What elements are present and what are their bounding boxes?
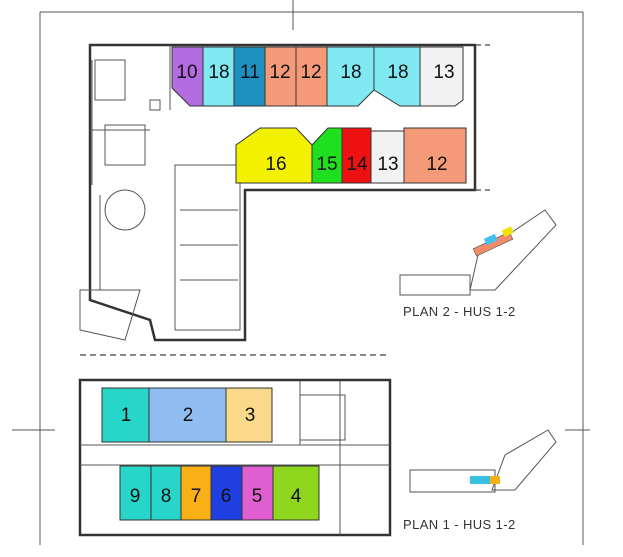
room-shape [326, 46, 375, 107]
room-7: 7 [180, 465, 212, 521]
rooms: 10 18 11 12 12 18 18 13 16 15 14 13 12 1… [101, 46, 467, 521]
room-number: 7 [191, 486, 202, 507]
key-plan-plan1 [409, 429, 557, 493]
room-14: 14 [341, 127, 372, 184]
room-number: 10 [176, 62, 197, 83]
room-15: 15 [311, 127, 343, 184]
room-number: 3 [245, 405, 256, 426]
room-18: 18 [326, 46, 375, 107]
room-shape [373, 46, 421, 107]
room-number: 13 [433, 62, 454, 83]
room-10: 10 [171, 46, 204, 107]
room-2: 2 [148, 387, 227, 443]
room-4: 4 [272, 465, 320, 521]
room-13: 13 [370, 130, 405, 184]
room-11: 11 [233, 46, 266, 107]
room-3: 3 [225, 387, 273, 443]
room-shape [403, 127, 467, 184]
room-18: 18 [373, 46, 421, 107]
plan2-label: PLAN 2 - HUS 1-2 [403, 304, 516, 319]
room-12: 12 [295, 46, 328, 107]
sheet-frame [12, 0, 590, 545]
room-number: 6 [221, 486, 232, 507]
room-number: 12 [269, 62, 290, 83]
room-8: 8 [150, 465, 182, 521]
room-shape [419, 46, 464, 107]
room-number: 2 [183, 405, 194, 426]
plan-labels: PLAN 2 - HUS 1-2 PLAN 1 - HUS 1-2 [403, 304, 516, 532]
plan1-building-outline [78, 354, 392, 537]
key-plan-plan2 [399, 209, 557, 296]
room-16: 16 [235, 127, 313, 184]
room-number: 12 [300, 62, 321, 83]
room-shape [272, 465, 320, 521]
room-number: 14 [346, 154, 368, 175]
room-12: 12 [403, 127, 467, 184]
room-number: 13 [377, 154, 398, 175]
room-5: 5 [241, 465, 274, 521]
room-18: 18 [202, 46, 235, 107]
room-number: 18 [208, 62, 229, 83]
plan1-label: PLAN 1 - HUS 1-2 [403, 517, 516, 532]
room-number: 15 [316, 154, 337, 175]
room-number: 18 [340, 62, 361, 83]
room-number: 1 [121, 405, 132, 426]
room-13: 13 [419, 46, 464, 107]
room-number: 4 [291, 486, 302, 507]
room-6: 6 [210, 465, 243, 521]
room-shape [171, 46, 204, 107]
room-number: 5 [252, 486, 263, 507]
room-number: 12 [426, 154, 447, 175]
room-number: 16 [265, 154, 286, 175]
plan2-building-outline [79, 43, 490, 342]
room-12: 12 [264, 46, 297, 107]
room-number: 18 [387, 62, 408, 83]
room-number: 11 [240, 62, 260, 83]
room-number: 9 [130, 486, 141, 507]
room-1: 1 [101, 387, 150, 443]
room-9: 9 [119, 465, 152, 521]
room-number: 8 [161, 486, 172, 507]
room-shape [225, 387, 273, 443]
